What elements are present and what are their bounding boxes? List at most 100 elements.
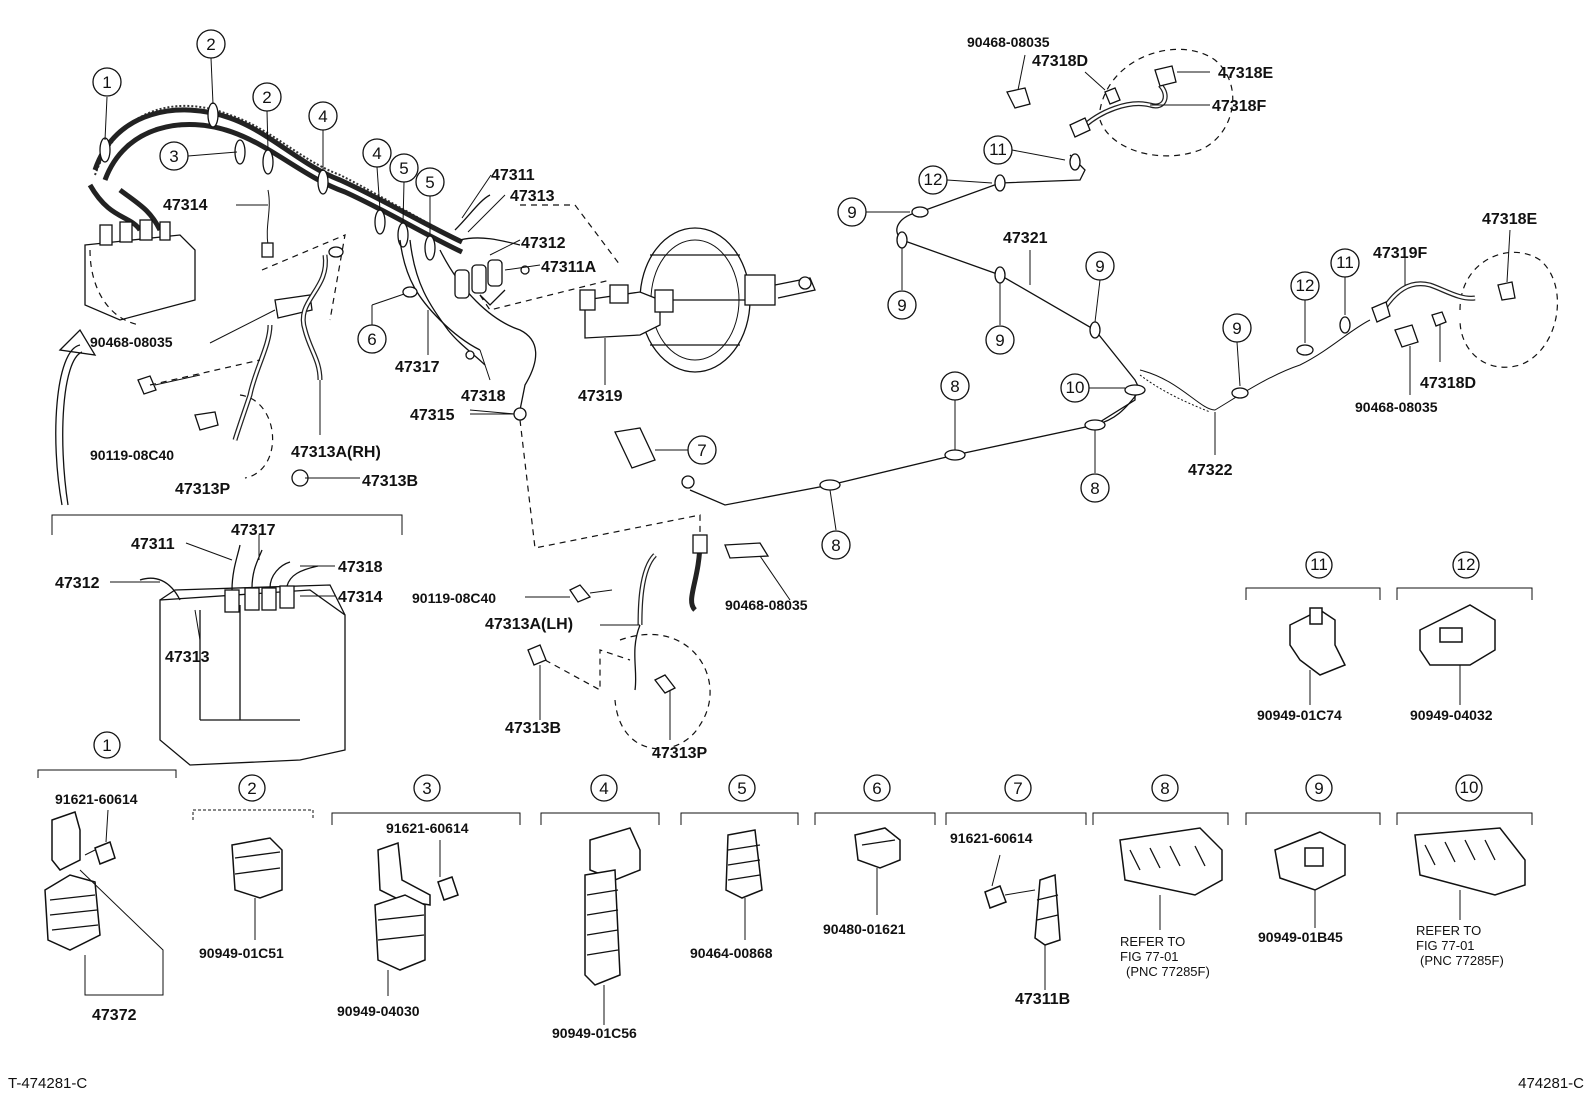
abs-actuator-upper bbox=[84, 219, 196, 326]
clamp-5-num: 5 bbox=[737, 779, 746, 798]
clamp-2-num: 2 bbox=[247, 779, 256, 798]
clamp-12-part: 90949-04032 bbox=[1410, 707, 1493, 723]
label-47313B-upper: 47313B bbox=[362, 473, 418, 490]
callout-11a: 11 bbox=[989, 140, 1007, 159]
clamp-8-note-1: REFER TO bbox=[1120, 934, 1185, 949]
clamp-group-9: 9 90949-01B45 bbox=[1245, 774, 1381, 945]
clamp-6-part: 90480-01621 bbox=[823, 921, 906, 937]
callout-leaders-upper-left bbox=[104, 57, 431, 321]
callout-5b: 5 bbox=[425, 173, 434, 192]
clamp-11-part: 90949-01C74 bbox=[1257, 707, 1342, 723]
clamp-8-num: 8 bbox=[1160, 779, 1169, 798]
callout-8b: 8 bbox=[950, 377, 959, 396]
clamp-4-num: 4 bbox=[599, 779, 608, 798]
label-inset-47311: 47311 bbox=[131, 536, 175, 553]
callout-9a: 9 bbox=[1095, 257, 1104, 276]
clamp-group-1: 1 91621-60614 47372 bbox=[37, 731, 177, 1024]
label-47318D-top: 47318D bbox=[1032, 53, 1088, 70]
label-47315: 47315 bbox=[410, 407, 455, 424]
callout-9b: 9 bbox=[995, 331, 1004, 350]
label-90468-top: 90468-08035 bbox=[967, 34, 1050, 50]
clamp-group-8: 8 REFER TO FIG 77-01 (PNC 77285F) bbox=[1092, 774, 1229, 979]
clamp-12-num: 12 bbox=[1457, 555, 1476, 574]
clamp-7-num: 7 bbox=[1013, 779, 1022, 798]
callout-9c: 9 bbox=[897, 296, 906, 315]
label-47318: 47318 bbox=[461, 388, 506, 405]
label-90468-lower: 90468-08035 bbox=[725, 597, 808, 613]
clamp-10-num: 10 bbox=[1460, 778, 1479, 797]
tubes-to-master-cylinder bbox=[371, 194, 537, 421]
callout-11b: 11 bbox=[1336, 253, 1354, 272]
abs-tube-bundle bbox=[87, 104, 464, 255]
callout-12b: 12 bbox=[1296, 276, 1315, 295]
clamp-10-note-3: (PNC 77285F) bbox=[1420, 953, 1504, 968]
footer-right-code: 474281-C bbox=[1518, 1075, 1584, 1092]
callout-10: 10 bbox=[1066, 378, 1085, 397]
callout-8a: 8 bbox=[831, 536, 840, 555]
clamp-3-part-bolt: 91621-60614 bbox=[386, 820, 469, 836]
callout-3: 3 bbox=[169, 147, 178, 166]
clamp-6-num: 6 bbox=[872, 779, 881, 798]
label-47311: 47311 bbox=[491, 167, 535, 184]
abs-inset bbox=[51, 514, 403, 766]
clamp-group-12: 12 90949-04032 bbox=[1396, 551, 1533, 723]
rear-hose-right bbox=[1371, 229, 1559, 395]
clamp-8-note-2: FIG 77-01 bbox=[1120, 949, 1179, 964]
label-47318D-right: 47318D bbox=[1420, 375, 1476, 392]
clamp-group-2: 2 90949-01C51 bbox=[192, 774, 314, 961]
callout-2: 2 bbox=[206, 35, 215, 54]
clamp-8-note-3: (PNC 77285F) bbox=[1126, 964, 1210, 979]
label-47318E-top: 47318E bbox=[1218, 65, 1273, 82]
callout-circles-upper-left: 1 2 2 3 4 4 5 5 6 bbox=[92, 29, 445, 354]
clamp-7-part-bolt: 91621-60614 bbox=[950, 830, 1033, 846]
label-47322: 47322 bbox=[1188, 462, 1233, 479]
label-47313A-lh: 47313A(LH) bbox=[485, 616, 573, 633]
label-inset-47317: 47317 bbox=[231, 522, 276, 539]
callout-9d: 9 bbox=[847, 203, 856, 222]
inset-arrow bbox=[55, 328, 97, 506]
callout-6: 6 bbox=[367, 330, 376, 349]
callout-1: 1 bbox=[102, 73, 111, 92]
clamp-7-part: 47311B bbox=[1015, 991, 1070, 1008]
clamp-5-part: 90464-00868 bbox=[690, 945, 773, 961]
clamp-3-part: 90949-04030 bbox=[337, 1003, 420, 1019]
label-inset-47314: 47314 bbox=[338, 589, 383, 606]
master-cylinder bbox=[579, 284, 674, 385]
lh-flex-hose bbox=[519, 419, 791, 750]
clamp-2-part: 90949-01C51 bbox=[199, 945, 284, 961]
label-47313: 47313 bbox=[510, 188, 555, 205]
clamp-4-part: 90949-01C56 bbox=[552, 1025, 637, 1041]
label-47313A-rh: 47313A(RH) bbox=[291, 444, 381, 461]
clamp-group-3: 3 91621-60614 90949-04030 bbox=[331, 774, 521, 1019]
label-inset-47312: 47312 bbox=[55, 575, 100, 592]
clamp-group-10: 10 REFER TO FIG 77-01 (PNC 77285F) bbox=[1396, 774, 1533, 968]
clamp-1-part: 47372 bbox=[92, 1007, 137, 1024]
callout-4: 4 bbox=[318, 107, 327, 126]
rh-flex-hose bbox=[137, 246, 360, 487]
label-inset-47313: 47313 bbox=[165, 649, 210, 666]
clamp-group-11: 11 90949-01C74 bbox=[1245, 551, 1381, 723]
clamp-10-note-1: REFER TO bbox=[1416, 923, 1481, 938]
clamp-1-num: 1 bbox=[102, 736, 111, 755]
label-90119-upper: 90119-08C40 bbox=[90, 447, 174, 463]
label-90119-lower: 90119-08C40 bbox=[412, 590, 496, 606]
rear-callout-circles: 7 8 8 8 10 9 9 9 9 12 11 9 12 11 bbox=[687, 135, 1360, 560]
footer-left-code: T-474281-C bbox=[8, 1075, 87, 1092]
label-47321: 47321 bbox=[1003, 230, 1048, 247]
clamp-10-note-2: FIG 77-01 bbox=[1416, 938, 1475, 953]
clamp-1-part-bolt: 91621-60614 bbox=[55, 791, 138, 807]
clamp-group-7: 7 91621-60614 47311B bbox=[945, 774, 1087, 1008]
callout-2b: 2 bbox=[262, 88, 271, 107]
label-47314: 47314 bbox=[163, 197, 208, 214]
label-47319: 47319 bbox=[578, 388, 623, 405]
label-inset-47318: 47318 bbox=[338, 559, 383, 576]
label-47313P-upper: 47313P bbox=[175, 481, 230, 498]
clamp-group-6: 6 90480-01621 bbox=[814, 774, 936, 937]
label-47318F: 47318F bbox=[1212, 98, 1266, 115]
tube-fittings-cluster bbox=[454, 174, 621, 311]
clamp-group-4: 4 90949-01C56 bbox=[540, 774, 660, 1041]
clamp-9-part: 90949-01B45 bbox=[1258, 929, 1343, 945]
label-47319F: 47319F bbox=[1373, 245, 1427, 262]
rear-hose-upper bbox=[1006, 48, 1234, 157]
